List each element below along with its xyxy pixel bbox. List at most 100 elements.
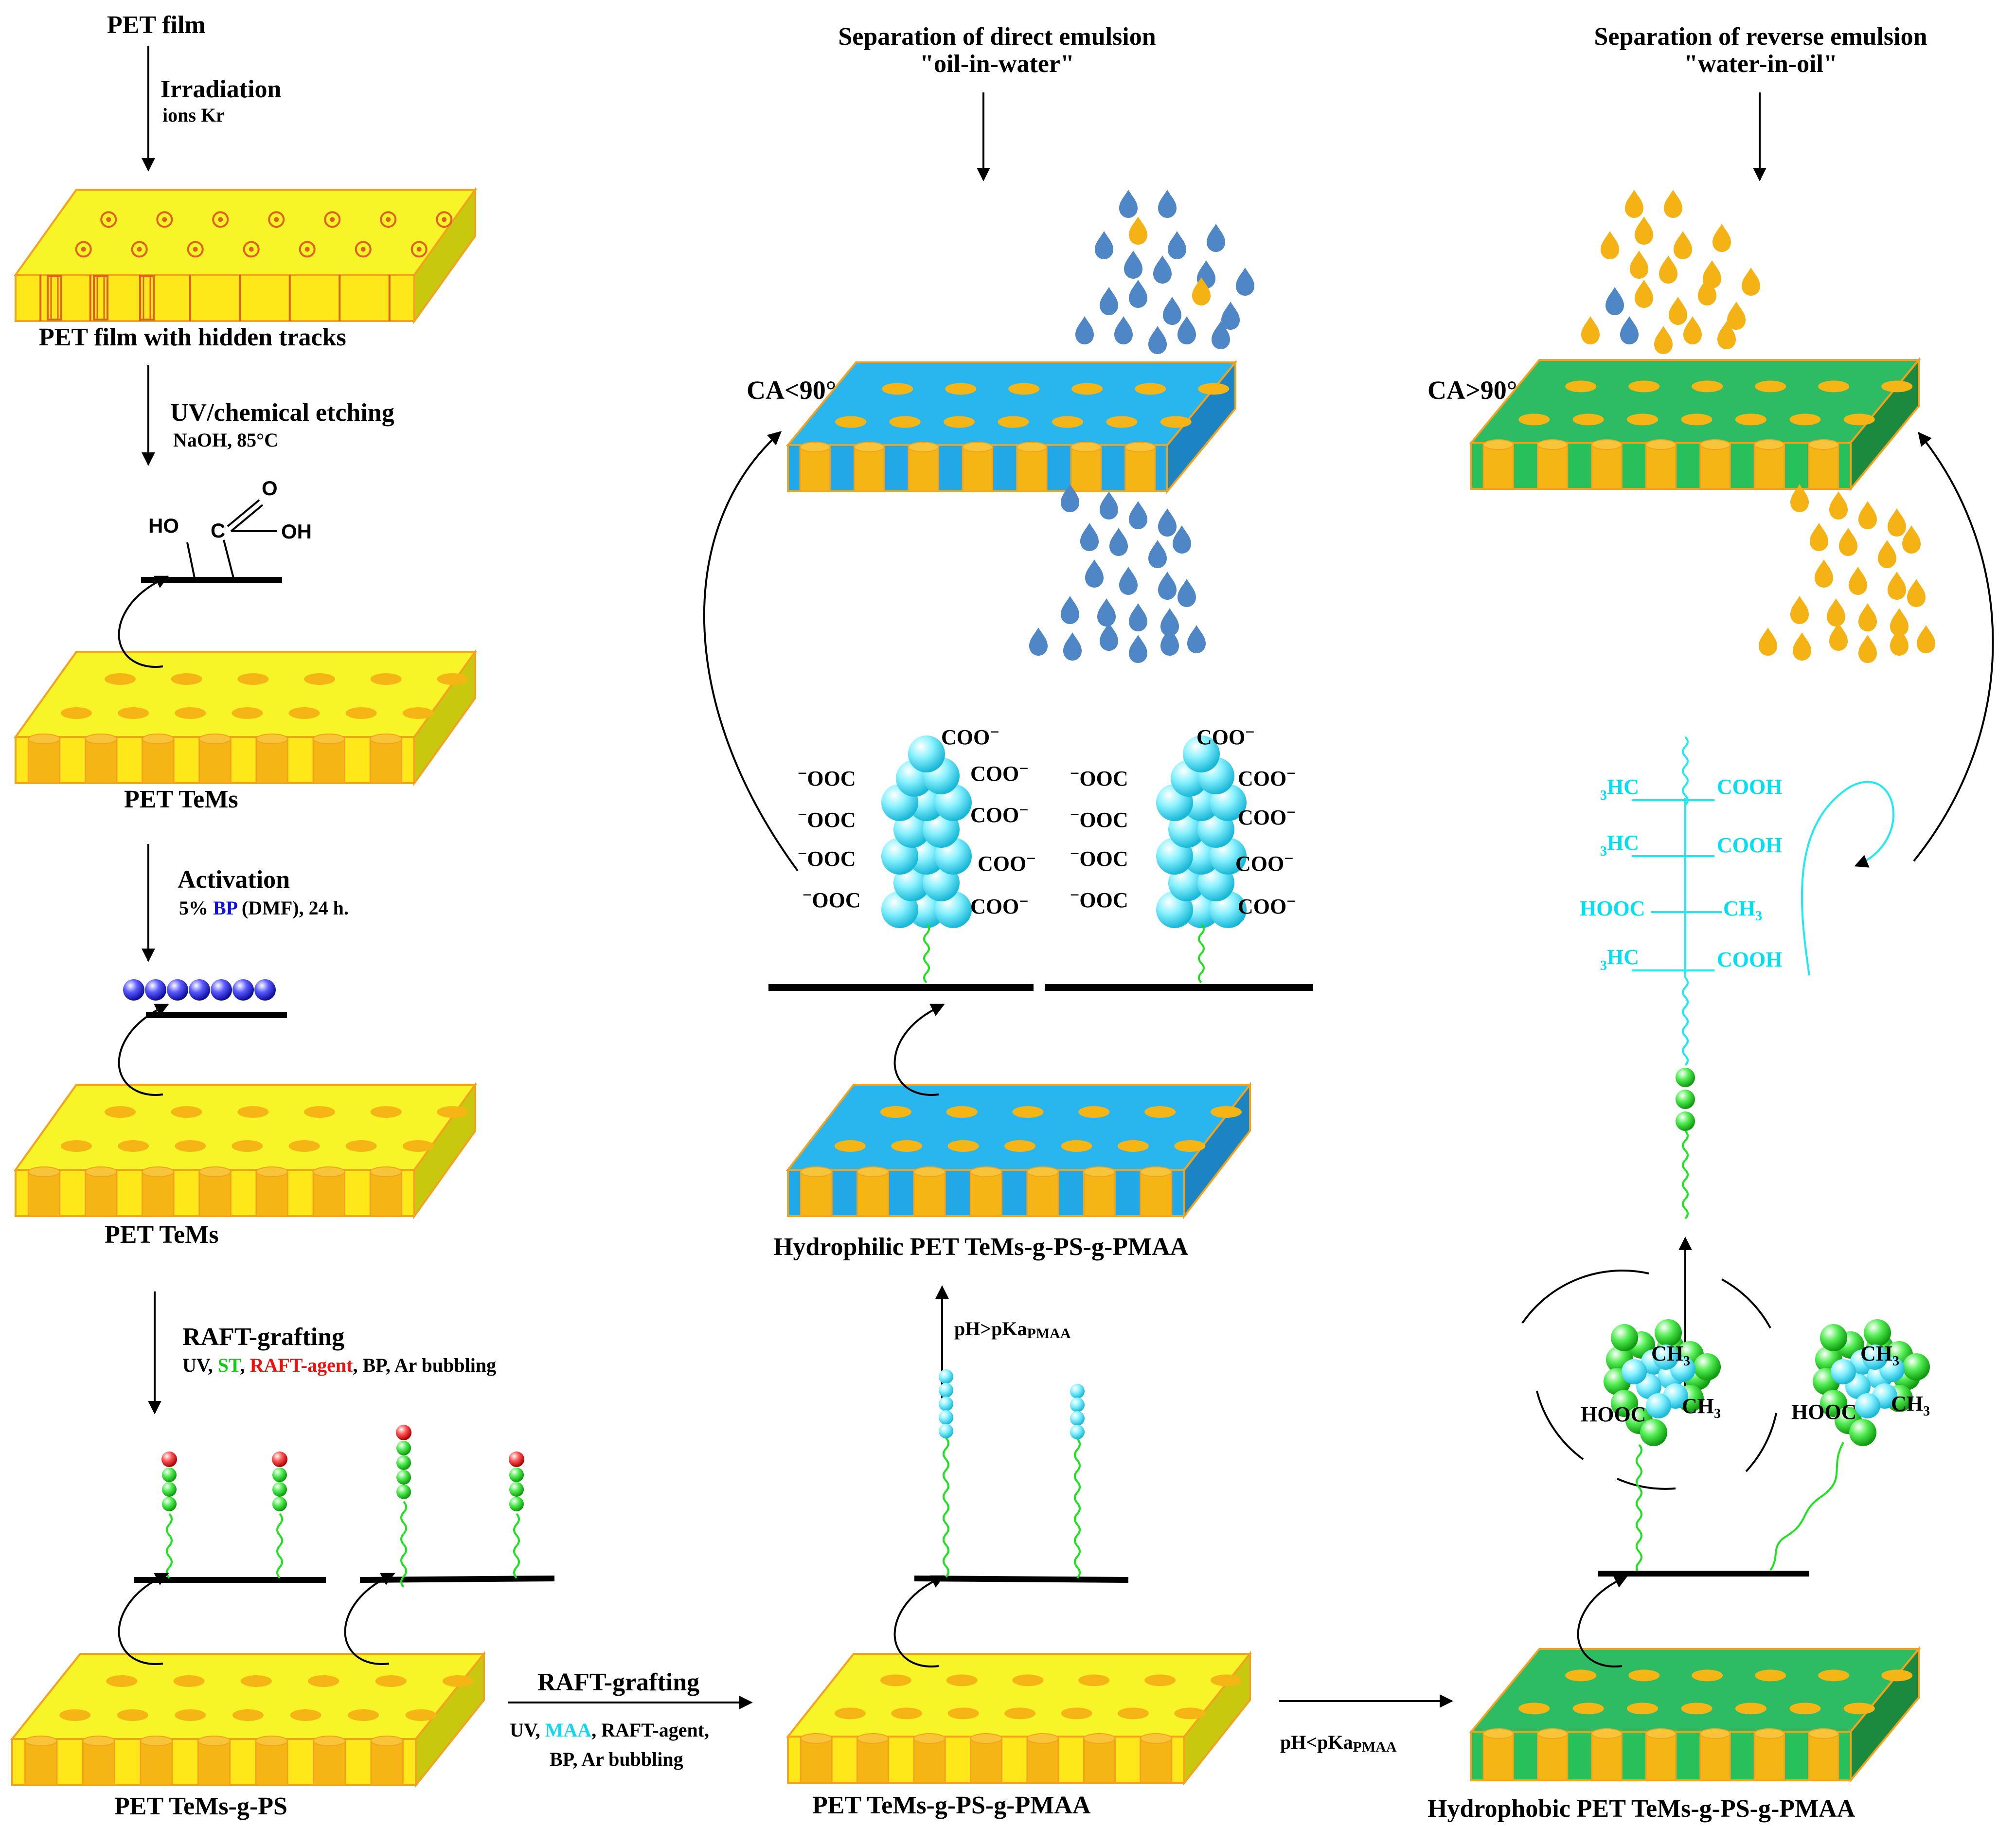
oil-droplets-permeate <box>1759 484 1935 663</box>
step-raft-conditions: UV, ST, RAFT-agent, BP, Ar bubbling <box>182 1354 496 1376</box>
hydrophobic-membrane <box>1469 1646 1921 1783</box>
carboxylate-label: COO− <box>970 893 1029 918</box>
droplet <box>1100 287 1118 315</box>
pet-tems-activated-membrane <box>14 1081 477 1219</box>
pet-tems-g-ps-membrane <box>10 1651 486 1788</box>
step-irradiation-title: Irradiation <box>161 75 282 103</box>
raft-maa-title: RAFT-grafting <box>537 1668 699 1696</box>
carboxylate-label: COO− <box>1235 850 1294 876</box>
carboxylate-label: COO− <box>1196 723 1255 749</box>
step-etching-conditions: NaOH, 85°C <box>173 429 278 451</box>
droplet <box>1858 603 1877 631</box>
droplet <box>1129 501 1147 529</box>
droplet <box>1168 231 1186 259</box>
droplet <box>1659 255 1677 284</box>
droplet <box>1080 523 1099 551</box>
droplet <box>1810 523 1828 551</box>
droplet <box>1109 528 1128 556</box>
carboxylate-label: COO− <box>1238 765 1296 790</box>
curved-arrow <box>1913 431 1994 862</box>
droplet <box>1790 596 1809 624</box>
step-irradiation-conditions: ions Kr <box>162 104 225 126</box>
droplet <box>1129 603 1147 631</box>
droplet <box>1158 508 1177 537</box>
chem-h3c: 3HC <box>1600 775 1639 803</box>
film-ps-label: PET TeMs-g-PS <box>114 1792 287 1820</box>
droplet <box>1620 316 1639 344</box>
droplet <box>1601 231 1619 259</box>
droplet <box>1839 528 1857 556</box>
droplet <box>1606 287 1624 315</box>
droplet <box>1095 231 1113 259</box>
droplet <box>1669 297 1687 325</box>
chem-cooh: COOH <box>1717 833 1782 857</box>
carboxylate-label: −OOC <box>1070 845 1128 871</box>
droplet <box>1061 596 1079 624</box>
coil-ch3-text: CH3 <box>1682 1394 1721 1421</box>
droplet <box>1654 326 1673 354</box>
droplet <box>1158 190 1177 218</box>
droplet <box>1207 224 1225 252</box>
ph-high-condition: pH>pKaPMAA <box>954 1318 1071 1342</box>
water-droplets-permeate <box>1029 484 1206 663</box>
droplet <box>1129 280 1147 308</box>
droplet <box>1236 268 1254 296</box>
coil-hooc-text: HOOC <box>1791 1400 1856 1424</box>
droplet <box>1029 627 1048 656</box>
column-hydrophobic: Separation of reverse emulsion "water-in… <box>1427 23 1994 1823</box>
step-etching-title: UV/chemical etching <box>170 399 394 427</box>
droplet <box>1148 326 1167 354</box>
carboxylate-label: −OOC <box>798 845 856 871</box>
carboxylate-label: −OOC <box>798 765 856 790</box>
carboxylate-label: COO− <box>1238 893 1296 918</box>
coil-hooc-text: HOOC <box>1581 1402 1646 1426</box>
ionized-pmaa-brushes: COO− COO− COO− COO− COO− −OOC −OOC −OOC −OOC COO−… <box>768 723 1313 991</box>
droplet <box>1177 579 1196 607</box>
carboxylate-label: −OOC <box>798 806 856 832</box>
droplet <box>1742 268 1760 296</box>
droplet <box>1119 567 1138 595</box>
ca-hydrophobic-label: CA>90° <box>1427 376 1517 405</box>
hydrophilic-membrane-separation <box>785 359 1238 494</box>
chem-o-text: O <box>262 477 278 500</box>
droplet <box>1727 302 1746 330</box>
droplet <box>1100 491 1118 520</box>
chem-h3c: 3HC <box>1600 945 1639 973</box>
hydrophilic-membrane <box>785 1082 1252 1219</box>
reverse-emulsion-subtitle: "water-in-oil" <box>1684 50 1838 78</box>
ps-grafted-surfaces <box>134 1425 555 1588</box>
droplet <box>1635 216 1653 245</box>
droplet <box>1158 572 1177 600</box>
droplet <box>1124 251 1142 279</box>
droplet <box>1063 632 1082 661</box>
droplet <box>1114 316 1133 344</box>
carboxylate-label: COO− <box>970 801 1029 827</box>
film-tems-label: PET TeMs <box>124 786 238 813</box>
curved-arrow <box>703 431 799 872</box>
carboxylate-label: −OOC <box>1070 886 1128 912</box>
film-hidden-tracks-label: PET film with hidden tracks <box>39 323 346 351</box>
column-hydrophilic: Separation of direct emulsion "oil-in-wa… <box>703 23 1313 1819</box>
chem-ch3: CH3 <box>1723 896 1762 924</box>
step-activation-title: Activation <box>178 866 290 894</box>
hydrophilic-label: Hydrophilic PET TeMs-g-PS-g-PMAA <box>773 1233 1189 1261</box>
droplet <box>1221 302 1240 330</box>
chem-cooh: COOH <box>1717 775 1782 799</box>
hydrophobic-label: Hydrophobic PET TeMs-g-PS-g-PMAA <box>1427 1795 1855 1823</box>
droplet <box>1829 491 1848 520</box>
droplet <box>1664 190 1682 218</box>
film-pmaa-label: PET TeMs-g-PS-g-PMAA <box>812 1792 1091 1819</box>
raft-maa-conditions-2: BP, Ar bubbling <box>550 1748 683 1770</box>
droplet <box>1581 316 1600 344</box>
droplet <box>1858 635 1877 663</box>
droplet <box>1163 297 1181 325</box>
oil-droplets-feed <box>1581 190 1760 354</box>
droplet <box>1878 540 1896 568</box>
droplet <box>1888 508 1906 537</box>
raft-maa-conditions-1: UV, MAA, RAFT-agent, <box>510 1719 709 1741</box>
droplet <box>1849 567 1867 595</box>
droplet <box>1148 540 1167 568</box>
pmaa-protonated-structure: 3HC COOH 3HC COOH HOOC CH3 3HC COOH <box>1580 736 1895 1219</box>
water-droplets-feed <box>1075 190 1254 354</box>
carboxylate-label: COO− <box>978 850 1036 876</box>
